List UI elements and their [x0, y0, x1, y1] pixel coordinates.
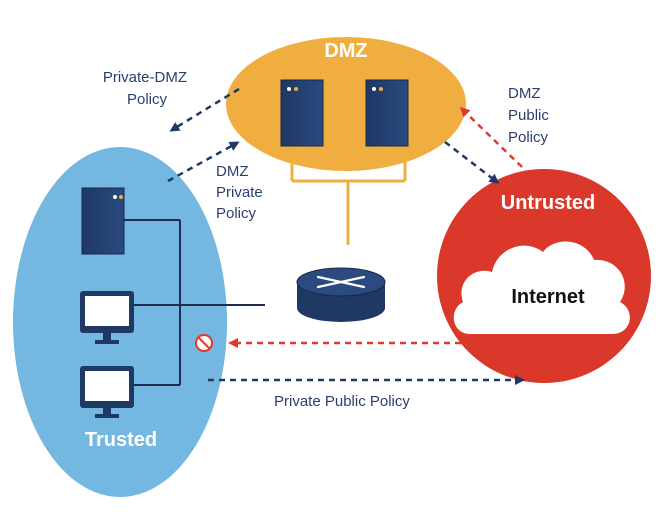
dmz-private-policy-line-1: DMZ	[216, 163, 249, 180]
dmz-zone-label: DMZ	[324, 40, 367, 62]
trusted-wiring	[124, 219, 265, 386]
dmz-public-policy-line-1: DMZ	[508, 85, 541, 102]
router-icon	[296, 267, 386, 322]
server-icon	[365, 79, 409, 147]
private-dmz-arrow	[167, 141, 240, 183]
private-dmz-policy-line-2: Policy	[127, 91, 168, 108]
dmz-private-policy-label: DMZ Private Policy	[216, 163, 267, 222]
private-public-policy-label: Private Public Policy	[274, 393, 410, 410]
monitor-icon	[80, 291, 134, 344]
private-public-policy-line-1: Private Public Policy	[274, 393, 410, 410]
monitor-icon	[80, 366, 134, 418]
server-icon	[81, 187, 125, 255]
dmz-server-left	[280, 79, 324, 147]
dmz-server-right	[365, 79, 409, 147]
internet-label: Internet	[511, 286, 585, 308]
dmz-public-policy-label: DMZ Public Policy	[508, 85, 553, 146]
cloud-icon	[453, 241, 630, 334]
dmz-public-arrow	[459, 106, 523, 168]
blocked-icon	[195, 334, 213, 352]
dmz-private-policy-line-3: Policy	[216, 205, 257, 222]
server-icon	[280, 79, 324, 147]
dmz-public-policy-line-2: Public	[508, 107, 549, 124]
trusted-monitor-2	[80, 366, 134, 418]
trusted-zone-label: Trusted	[85, 429, 157, 451]
dmz-connector	[290, 146, 407, 245]
dmz-private-arrow	[169, 87, 240, 132]
private-dmz-policy-label: Private-DMZ Policy	[103, 69, 191, 108]
dmz-public-policy-line-3: Policy	[508, 129, 549, 146]
private-dmz-policy-line-1: Private-DMZ	[103, 69, 187, 86]
trusted-monitor-1	[80, 291, 134, 344]
dmz-untrusted-arrow	[444, 141, 500, 184]
trusted-server	[81, 187, 125, 255]
dmz-private-policy-line-2: Private	[216, 184, 263, 201]
untrusted-zone-label: Untrusted	[501, 192, 595, 214]
